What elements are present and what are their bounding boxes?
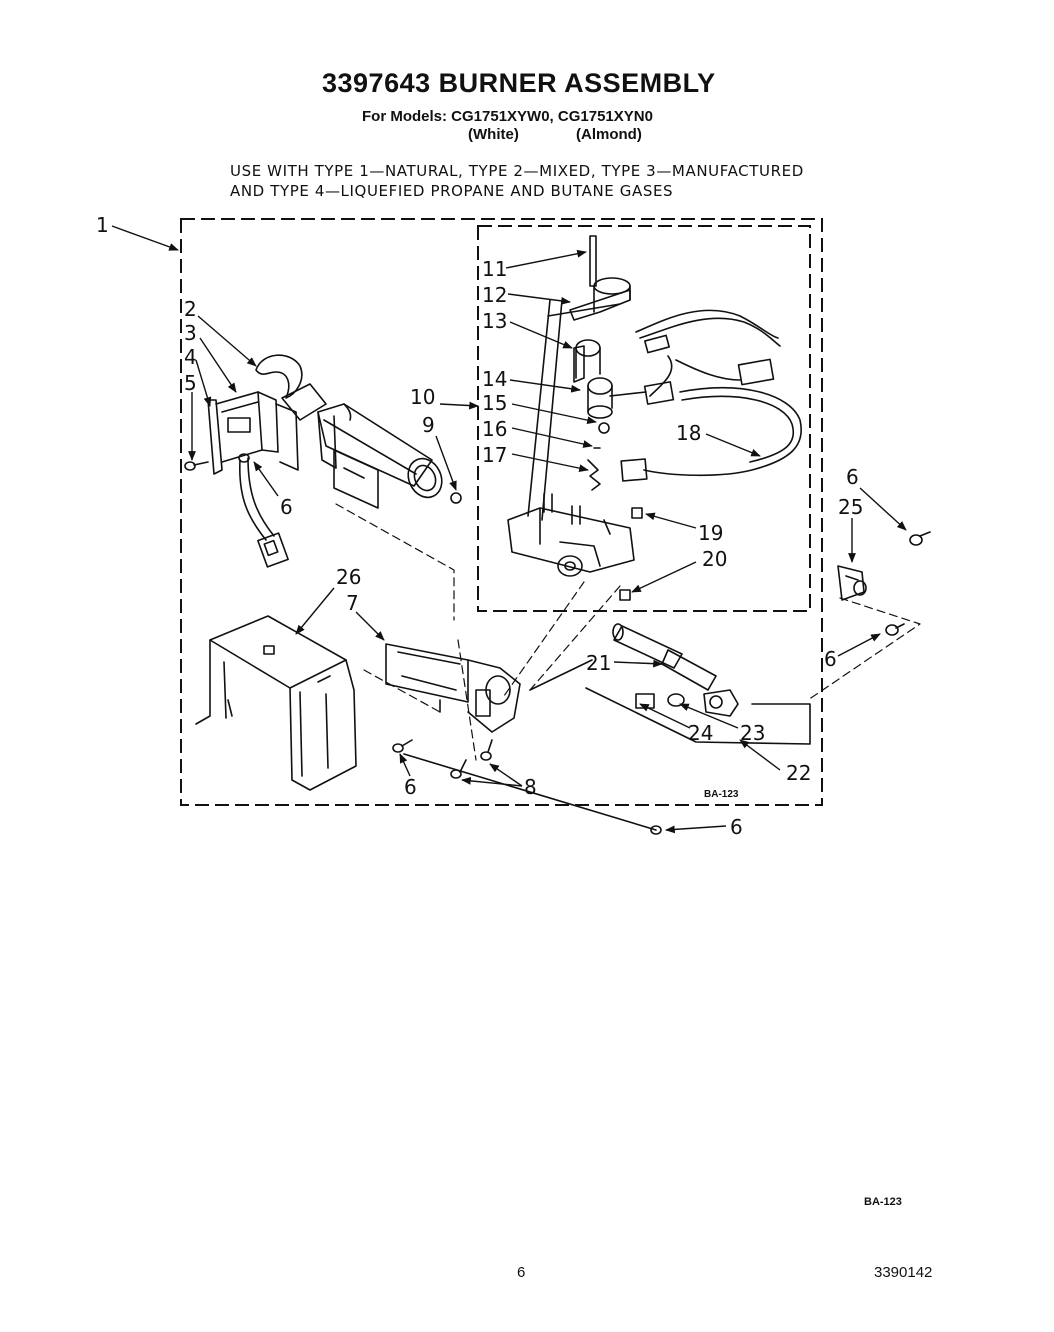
footer-ref-code: BA-123	[864, 1196, 902, 1208]
diagram-ref-code: BA-123	[704, 789, 739, 800]
leader-arrows	[111, 225, 907, 834]
valve-assembly-outline	[477, 225, 811, 612]
callout-21: 21	[586, 651, 611, 675]
callout-14: 14	[482, 367, 507, 391]
callout-4: 4	[184, 345, 197, 369]
callout-3: 3	[184, 321, 197, 345]
document-number: 3390142	[874, 1264, 933, 1281]
valve-coil-stack	[527, 235, 631, 521]
callout-16: 16	[482, 417, 507, 441]
callout-7: 7	[346, 591, 359, 615]
callout-6-clip-screw-bottom: 6	[824, 647, 837, 671]
callout-20: 20	[702, 547, 727, 571]
callout-9: 9	[422, 413, 435, 437]
page-number: 6	[517, 1264, 526, 1281]
assembly-lines	[335, 503, 921, 761]
callout-17: 17	[482, 443, 507, 467]
valve-wire-harness	[609, 309, 802, 482]
callout-25: 25	[838, 495, 863, 519]
callout-10: 10	[410, 385, 435, 409]
callout-23: 23	[740, 721, 765, 745]
gas-type-note-line2: AND TYPE 4—LIQUEFIED PROPANE AND BUTANE …	[230, 182, 674, 200]
burner-shield-plate	[333, 449, 379, 509]
igniter	[255, 354, 327, 421]
models-line: For Models: CG1751XYW0, CG1751XYN0	[362, 108, 653, 125]
assembly-outline	[180, 218, 823, 806]
callout-6-clip-screw-top: 6	[846, 465, 859, 489]
callout-26: 26	[336, 565, 361, 589]
callout-8: 8	[524, 775, 537, 799]
callout-6-bottom-screw: 6	[730, 815, 743, 839]
callout-24: 24	[688, 721, 713, 745]
burner-tube	[317, 403, 443, 499]
callout-18: 18	[676, 421, 701, 445]
burner-mount-bracket	[195, 615, 357, 791]
gas-valve-body	[507, 493, 635, 577]
color-almond-label: (Almond)	[576, 126, 642, 143]
callout-11: 11	[482, 257, 507, 281]
harness-clip	[837, 565, 867, 601]
page-title: 3397643 BURNER ASSEMBLY	[322, 68, 716, 98]
callout-19: 19	[698, 521, 723, 545]
callout-5: 5	[184, 371, 197, 395]
callout-1: 1	[96, 213, 109, 237]
igniter-wire-harness	[239, 457, 289, 568]
valve-bracket	[385, 643, 521, 733]
valve-small-parts	[587, 422, 643, 601]
callout-22: 22	[786, 761, 811, 785]
callout-2: 2	[184, 297, 197, 321]
callout-13: 13	[482, 309, 507, 333]
gas-type-note-line1: USE WITH TYPE 1—NATURAL, TYPE 2—MIXED, T…	[230, 162, 804, 180]
callout-12: 12	[482, 283, 507, 307]
callout-6-bracket-screw: 6	[404, 775, 417, 799]
color-white-label: (White)	[468, 126, 519, 143]
gas-inlet-pipe	[612, 623, 717, 691]
orifice-fittings	[635, 689, 739, 717]
screws	[184, 453, 931, 835]
igniter-bracket	[207, 391, 299, 475]
leader-brackets	[403, 659, 811, 831]
callout-6-igniter-screw: 6	[280, 495, 293, 519]
callout-15: 15	[482, 391, 507, 415]
